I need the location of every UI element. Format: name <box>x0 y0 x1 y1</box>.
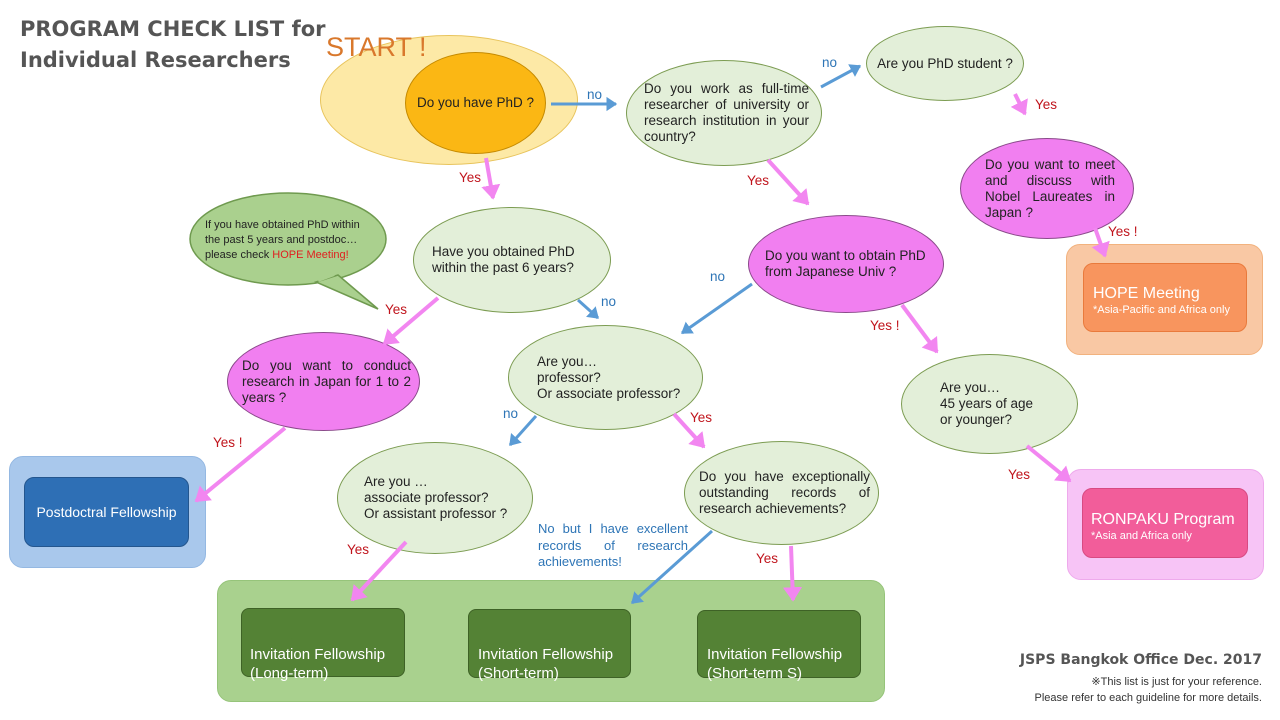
arrow-no-professor <box>508 414 538 447</box>
label-yes-outstanding: Yes <box>756 551 779 566</box>
arrow-yes-conduct <box>194 426 287 503</box>
question-obtain-phd-japan-text: Do you want to obtain PhD from Japanese … <box>765 248 926 279</box>
question-have-phd-text: Do you have PhD ? <box>416 95 535 110</box>
hope-meeting-note: *Asia-Pacific and Africa only <box>1093 304 1230 316</box>
question-conduct-research[interactable]: Do you want to conduct research in Japan… <box>227 332 420 431</box>
invitation-short-term-box[interactable]: Invitation Fellowship (Short-term) <box>468 609 631 682</box>
speech-bubble-shape <box>189 192 387 310</box>
question-meet-nobel[interactable]: Do you want to meet and discuss with Nob… <box>960 138 1134 239</box>
label-yes-age: Yes <box>1008 467 1031 482</box>
label-yes-professor: Yes <box>690 410 713 425</box>
arrow-yes-obtained <box>382 296 440 346</box>
label-yes-obtained: Yes <box>385 302 408 317</box>
arrow-yes-professor <box>672 412 706 449</box>
hope-meeting-box[interactable]: HOPE Meeting *Asia-Pacific and Africa on… <box>1083 263 1247 332</box>
arrow-yes-outstanding <box>782 545 803 602</box>
arrow-no-obtained <box>576 298 600 320</box>
question-age-45-text: Are you… 45 years of age or younger? <box>940 380 1034 427</box>
footer-office: JSPS Bangkok Office Dec. 2017 <box>1019 652 1262 668</box>
invitation-long-term-name: Invitation Fellowship (Long-term) <box>250 646 386 682</box>
question-conduct-research-text: Do you want to conduct research in Japan… <box>242 357 411 405</box>
label-yes-have-phd: Yes <box>459 170 482 185</box>
question-meet-nobel-text: Do you want to meet and discuss with Nob… <box>985 156 1115 220</box>
invitation-long-term-box[interactable]: Invitation Fellowship (Long-term) <box>241 608 405 682</box>
question-have-phd[interactable]: Do you have PhD ? <box>405 52 546 154</box>
question-obtained-phd-6-text: Have you obtained PhD within the past 6 … <box>432 244 575 275</box>
question-work-fulltime-text: Do you work as full-time researcher of u… <box>644 81 809 144</box>
invitation-short-term-name: Invitation Fellowship (Short-term) <box>478 646 614 682</box>
question-outstanding[interactable]: Do you have exceptionally outstanding re… <box>684 441 879 545</box>
label-yes-fulltime: Yes <box>747 173 770 188</box>
hope-meeting-name: HOPE Meeting <box>1093 285 1200 302</box>
arrow-yes-have-phd <box>481 157 501 200</box>
arrow-yes-age <box>1025 444 1072 483</box>
arrow-yes-assoc <box>350 540 408 602</box>
label-yes-conduct: Yes ! <box>213 435 243 450</box>
start-label: START ! <box>326 32 427 62</box>
label-no-professor: no <box>503 406 519 421</box>
question-assoc-asst[interactable]: Are you … associate professor? Or assist… <box>337 442 533 554</box>
invitation-short-term-s-box[interactable]: Invitation Fellowship (Short-term S) <box>697 610 861 682</box>
question-outstanding-text: Do you have exceptionally outstanding re… <box>699 469 870 516</box>
ronpaku-program-box[interactable]: RONPAKU Program *Asia and Africa only <box>1082 488 1248 558</box>
title-line-2: Individual Researchers <box>20 48 291 72</box>
question-professor-text: Are you… professor? Or associate profess… <box>537 353 681 401</box>
arrow-no-outstanding <box>630 529 714 605</box>
invitation-short-term-s-name: Invitation Fellowship (Short-term S) <box>707 646 843 682</box>
question-obtained-phd-6[interactable]: Have you obtained PhD within the past 6 … <box>413 207 611 313</box>
arrow-yes-nobel <box>1091 227 1110 258</box>
title-line-1: PROGRAM CHECK LIST for <box>20 17 326 41</box>
question-phd-student[interactable]: Are you PhD student ? <box>866 26 1024 101</box>
speech-bubble-highlight: HOPE Meeting! <box>272 249 349 261</box>
label-no-phd-japan: no <box>710 269 726 284</box>
label-excellent-records: No but I have excellent records of resea… <box>538 521 688 569</box>
question-assoc-asst-text: Are you … associate professor? Or assist… <box>364 474 508 521</box>
label-no-obtained: no <box>601 294 617 309</box>
ronpaku-program-note: *Asia and Africa only <box>1091 530 1192 542</box>
label-yes-nobel: Yes ! <box>1108 224 1138 239</box>
postdoctoral-fellowship-box[interactable]: Postdoctral Fellowship <box>24 477 189 547</box>
question-professor[interactable]: Are you… professor? Or associate profess… <box>508 325 703 430</box>
footer-note-1: ※This list is just for your reference. <box>1091 676 1262 688</box>
postdoctoral-fellowship-name: Postdoctral Fellowship <box>36 503 177 520</box>
arrow-no-phd-japan <box>681 282 753 335</box>
label-yes-assoc: Yes <box>347 542 370 557</box>
footer-notes: ※This list is just for your reference. P… <box>1035 674 1262 706</box>
question-phd-student-text: Are you PhD student ? <box>877 55 1013 71</box>
speech-bubble: If you have obtained PhD within the past… <box>205 218 377 263</box>
arrow-yes-fulltime <box>766 158 810 206</box>
ronpaku-program-name: RONPAKU Program <box>1091 511 1235 528</box>
label-no-have-phd: no <box>587 87 603 102</box>
question-work-fulltime[interactable]: Do you work as full-time researcher of u… <box>626 60 822 166</box>
speech-bubble-text: If you have obtained PhD within the past… <box>205 219 360 261</box>
question-obtain-phd-japan[interactable]: Do you want to obtain PhD from Japanese … <box>748 215 944 313</box>
footer-note-2: Please refer to each guideline for more … <box>1034 692 1262 704</box>
label-yes-phd-student: Yes <box>1035 97 1058 112</box>
label-yes-phd-japan: Yes ! <box>870 318 900 333</box>
page-title: PROGRAM CHECK LIST for Individual Resear… <box>20 14 325 76</box>
question-age-45[interactable]: Are you… 45 years of age or younger? <box>901 354 1078 454</box>
arrow-yes-phd-japan <box>900 303 939 354</box>
arrow-yes-phd-student <box>1010 93 1028 116</box>
label-no-fulltime: no <box>822 55 838 70</box>
arrow-no-fulltime <box>820 64 862 89</box>
